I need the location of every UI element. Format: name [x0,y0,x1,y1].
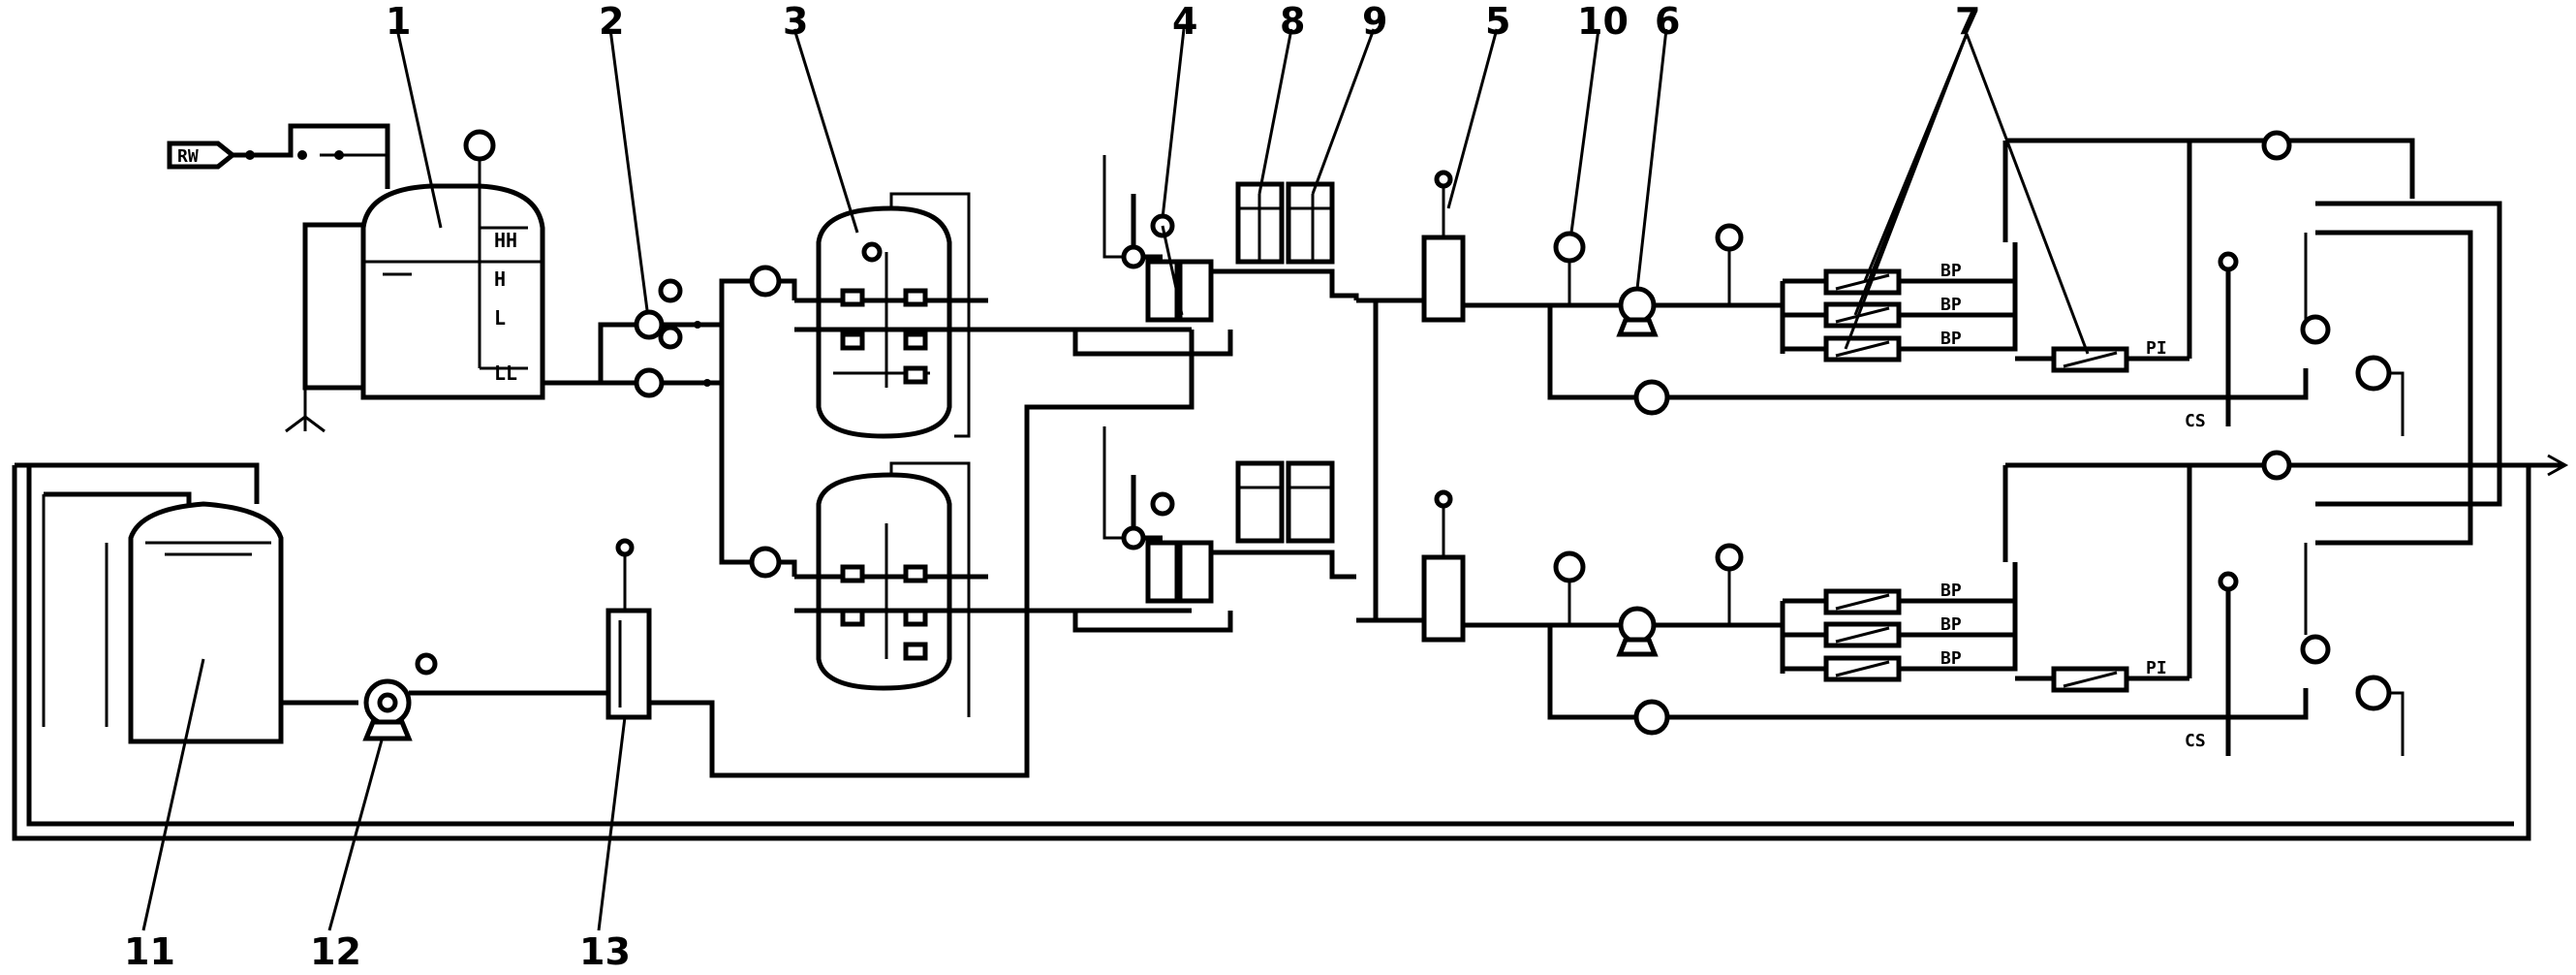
tag-bp-1: BP [1940,261,1962,281]
concentrate-pump-lower [2355,675,2392,711]
callout-13: 13 [579,930,631,973]
recycle-pump-upper [1633,379,1670,416]
callout-12: 12 [310,930,361,973]
cartridge-filter-upper [1421,170,1466,323]
callout-10: 10 [1577,0,1629,43]
filter-manifold [719,383,765,565]
tag-pi-1: PI [2146,338,2167,359]
filter-vessel-lower [794,461,998,717]
cartridge-filter-lower [1421,489,1466,643]
callout-2: 2 [599,0,624,43]
instrument-10-upper [1553,231,1586,305]
callout-9: 9 [1362,0,1387,43]
hp-pump-6-lower [1616,606,1659,657]
chem-feed-lower [1211,550,1356,580]
membrane-array-upper [1780,242,2189,373]
level-mark-hh: HH [494,229,517,252]
chemical-tank-8-upper [1235,181,1285,265]
tag-bp-2: BP [1940,295,1962,315]
raw-water-tank: HH H L LL [360,129,545,400]
permeate-header-upper [2005,138,2415,199]
recycle-pump-lower [1633,699,1670,736]
tag-bp-6: BP [1940,648,1962,669]
chemical-tank-9-upper [1286,181,1335,265]
chemical-tank-9-lower [1286,460,1335,544]
hp-pump-6-upper [1616,286,1659,337]
tag-pi-2: PI [2146,658,2167,678]
callout-6: 6 [1655,0,1680,43]
tag-cs-1: CS [2185,411,2206,431]
product-loop [2315,201,2502,507]
level-mark-ll: LL [494,362,517,385]
tag-cs-2: CS [2185,731,2206,751]
concentrate-pump-upper [2355,355,2392,392]
tank-11-return-a [15,462,260,504]
tank-11-return-b [44,491,192,504]
feed-pump-station [543,278,765,398]
inlet-tag: RW [177,146,199,167]
filter-inlet-valve-upper [749,265,782,298]
callout-5: 5 [1485,0,1510,43]
callout-7: 7 [1955,0,1980,43]
callouts: 1 2 3 4 5 6 7 8 9 10 11 12 13 [124,0,2090,973]
tag-bp-3: BP [1940,329,1962,349]
drain-symbol [285,388,326,433]
inter-train-header [1356,298,1379,623]
level-mark-h: H [494,267,506,291]
chem-feed-upper [1211,268,1359,300]
callout-1: 1 [386,0,411,43]
transfer-pump-12 [362,678,413,741]
permeate-meter-lower [2261,450,2292,481]
callout-11: 11 [124,930,175,973]
permeate-meter-upper [2261,130,2292,161]
membrane-array-lower [1780,562,2189,693]
recycle-line-lower [1547,625,1637,720]
callout-3: 3 [783,0,808,43]
chemical-tank-8-lower [1235,460,1285,544]
outer-recycle-loop [12,462,2531,841]
return-line-to-12 [639,330,1195,778]
cartridge-filter-13 [605,538,652,720]
instrument-10-lower [1553,550,1586,625]
raw-water-inlet: RW [167,123,390,189]
recycle-line-upper [1547,305,1637,400]
product-water-tank-11 [128,501,284,744]
dosing-unit-upper [1072,155,1233,357]
callout-4: 4 [1172,0,1197,43]
level-mark-l: L [494,306,506,330]
callout-8: 8 [1280,0,1305,43]
filter-vessel-upper [794,192,998,439]
tag-bp-5: BP [1940,614,1962,635]
tank-recirc-line [302,222,363,391]
filter-inlet-valve-lower [749,546,782,579]
tag-bp-4: BP [1940,581,1962,601]
dosing-unit-lower [1072,426,1233,633]
